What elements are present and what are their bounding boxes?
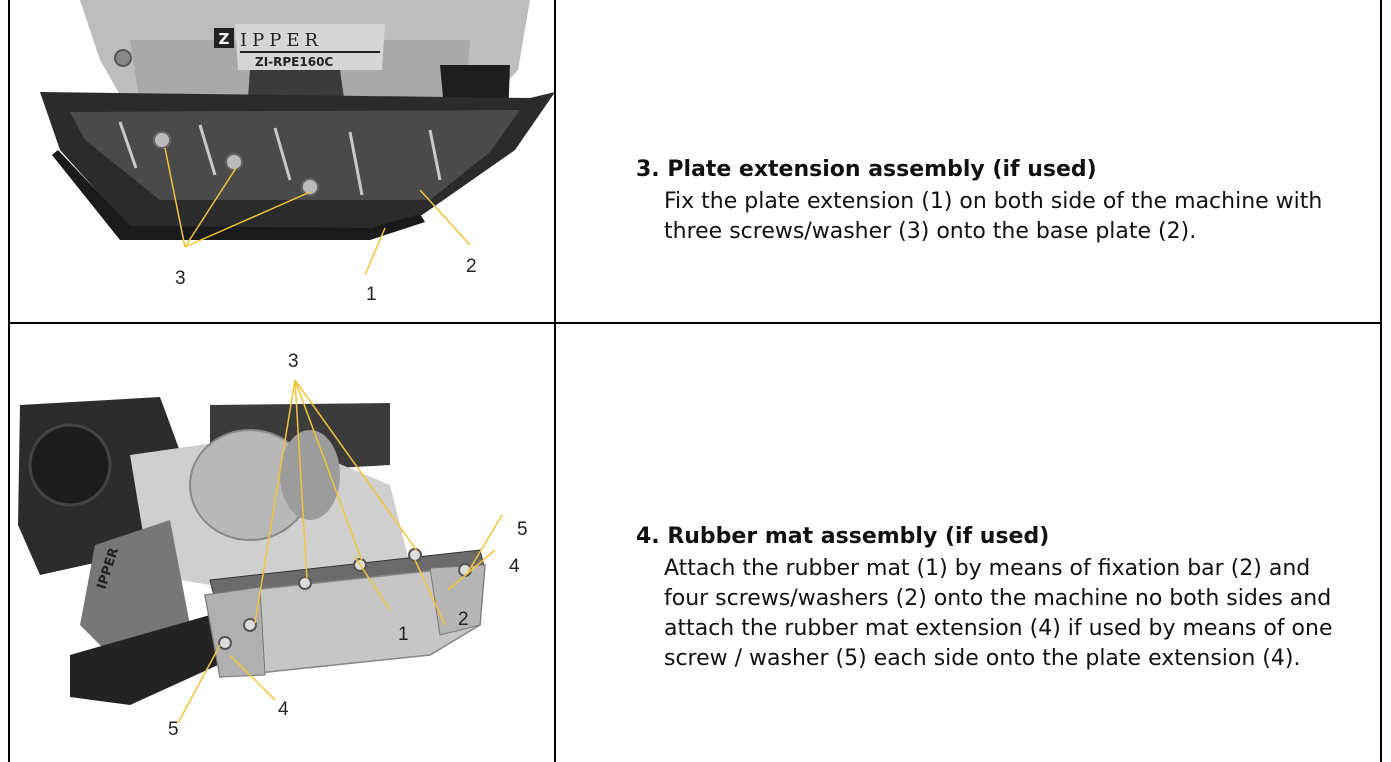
screw-washer-icon [298,576,312,590]
callout-2: 2 [458,609,469,630]
assembly-row-plate-extension: Z IPPER ZI-RPE160C [8,0,1382,324]
base-plate-top [70,110,520,200]
plate-extension-heading: 3. Plate extension assembly (if used) [636,157,1097,182]
pulley-cover [280,430,340,520]
plate-extension-body: Fix the plate extension (1) on both side… [664,189,1323,244]
side-frame [80,520,190,655]
rubber-mat-body: Attach the rubber mat (1) by means of fi… [664,556,1333,671]
plate-extension-instructions: 3. Plate extension assembly (if used) Fi… [556,75,1380,247]
callout-3: 3 [175,268,186,289]
assembly-row-rubber-mat: IPPER [8,322,1382,762]
callout-3: 3 [288,351,299,372]
engine-flywheel [28,423,112,507]
screw-washer-icon [408,548,422,562]
brand-name: IPPER [240,30,323,51]
callout-lines [177,379,503,724]
rubber-mat-text-cell: 4. Rubber mat assembly (if used) Attach … [554,322,1382,762]
callout-1: 1 [366,284,377,305]
screw-washer-icon [243,618,257,632]
screw-washer-icon [153,131,171,149]
callout-1: 1 [398,624,409,645]
plate-extension [52,150,425,240]
brand-logo-icon [214,28,234,48]
callout-2: 2 [466,256,477,277]
plate-ribs [118,121,442,196]
rubber-mat-illustration: IPPER [18,351,528,740]
plate-extension-text-cell: 3. Plate extension assembly (if used) Fi… [554,0,1382,324]
rubber-mat-instructions: 4. Rubber mat assembly (if used) Attach … [556,412,1380,674]
plate-extension-image-cell: Z IPPER ZI-RPE160C [8,0,556,324]
brand-panel [235,24,385,70]
callout-4-right: 4 [509,556,520,577]
callout-lines [164,147,471,276]
screw-washer-icon [218,636,232,650]
screw-washer-icon [225,153,243,171]
assembly-table: Z IPPER ZI-RPE160C [8,0,1382,762]
brand-logo-letter: Z [219,30,230,48]
callout-5-right: 5 [517,519,528,540]
model-label: ZI-RPE160C [255,55,333,69]
rubber-mat-image-cell: IPPER [8,322,556,762]
rubber-mat-extension-left [204,586,266,678]
callout-4-left: 4 [278,699,289,720]
screw-washer-icon [301,178,319,196]
callout-5-left: 5 [168,719,179,740]
bolt-icon [114,49,132,67]
plate-extension-illustration: Z IPPER ZI-RPE160C [40,0,554,305]
rubber-mat-heading: 4. Rubber mat assembly (if used) [636,524,1050,549]
